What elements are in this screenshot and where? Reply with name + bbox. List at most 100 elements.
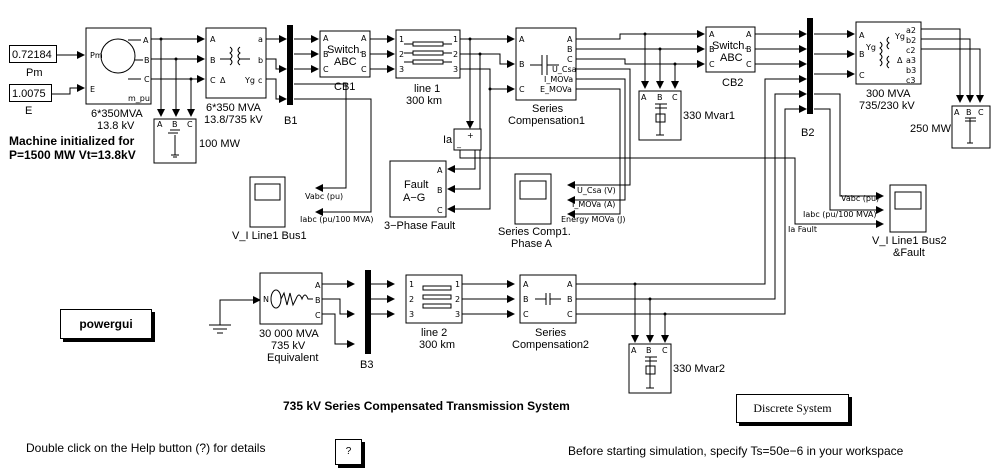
- svg-text:c2: c2: [906, 46, 916, 55]
- bus-b2-block[interactable]: B2: [801, 18, 814, 139]
- powergui-button[interactable]: powergui: [60, 309, 152, 339]
- block-label: 6*350MVA: [91, 108, 143, 120]
- constant-e-block[interactable]: 1.0075: [9, 84, 52, 102]
- line-1-block[interactable]: 123 123 line 1 300 km: [395, 29, 461, 107]
- three-phase-fault-block[interactable]: ABC Fault A−G 3−Phase Fault: [384, 160, 455, 232]
- svg-text:1: 1: [455, 280, 460, 289]
- block-label: &Fault: [893, 247, 925, 259]
- svg-text:1: 1: [399, 35, 404, 44]
- svg-text:A: A: [567, 280, 573, 289]
- block-label: 3−Phase Fault: [384, 220, 455, 232]
- synchronous-machine-block[interactable]: Pm E A B C m_pu 6*350MVA 13.8 kV: [85, 27, 152, 132]
- svg-text:C: C: [672, 93, 678, 102]
- port-label: m_pu: [128, 94, 150, 103]
- svg-text:B: B: [361, 50, 367, 59]
- svg-text:C: C: [567, 55, 573, 64]
- svg-text:Switch.: Switch.: [712, 40, 747, 52]
- breaker-cb1-block[interactable]: ABC ABC Switch. ABC CB1: [319, 30, 371, 93]
- svg-text:C: C: [746, 60, 752, 69]
- svg-text:C: C: [315, 311, 321, 320]
- svg-text:2: 2: [409, 295, 414, 304]
- svg-text:B: B: [315, 296, 321, 305]
- current-measurement-ia-block[interactable]: + _ Ia: [443, 128, 482, 151]
- block-label: Series: [535, 327, 567, 339]
- diagram-title: 735 kV Series Compensated Transmission S…: [283, 399, 570, 413]
- svg-text:b: b: [258, 56, 263, 65]
- help-button[interactable]: ?: [335, 439, 362, 465]
- svg-text:Δ: Δ: [220, 76, 226, 85]
- signal-label: Ia Fault: [788, 225, 817, 234]
- svg-text:C: C: [709, 60, 715, 69]
- constant-e-label: E: [25, 105, 33, 117]
- line-2-block[interactable]: 123 123 line 2 300 km: [405, 274, 463, 351]
- breaker-cb2-block[interactable]: ABC ABC Switch. ABC CB2: [705, 26, 756, 89]
- bus-b3-block[interactable]: B3: [360, 270, 373, 371]
- scope-v-i-line1-bus1[interactable]: Vabc (pu) Iabc (pu/100 MVA) V_I Line1 Bu…: [232, 176, 374, 242]
- block-label: 735/230 kV: [859, 100, 915, 112]
- series-compensation-1-block[interactable]: ABC ABC U_Csa I_MOVa E_MOVa Series Compe…: [508, 27, 585, 127]
- transformer-1-block[interactable]: A B C a b c Δ Yg 6*350 MVA 13.8/735 kV: [204, 27, 267, 126]
- block-label: Ia: [443, 134, 453, 146]
- svg-text:a2: a2: [906, 26, 916, 35]
- svg-text:B: B: [746, 45, 752, 54]
- block-label: V_I Line1 Bus2: [872, 235, 947, 247]
- block-label: 6*350 MVA: [206, 102, 261, 114]
- discrete-system-button[interactable]: Discrete System: [736, 394, 849, 423]
- block-label: 330 Mvar2: [673, 363, 725, 375]
- scope-v-i-line1-bus2-fault[interactable]: Vabc (pu) Iabc (pu/100 MVA) Ia Fault V_I…: [788, 184, 947, 259]
- svg-text:B: B: [567, 295, 573, 304]
- svg-text:C: C: [361, 65, 367, 74]
- svg-text:A: A: [746, 30, 752, 39]
- block-label: Series Comp1.: [498, 226, 571, 238]
- svg-text:+: +: [467, 131, 474, 140]
- block-label: 330 Mvar1: [683, 110, 735, 122]
- svg-text:B: B: [437, 186, 443, 195]
- bus-b1-block[interactable]: B1: [284, 25, 297, 127]
- equivalent-source-block[interactable]: N ABC 30 000 MVA 735 kV Equivalent: [259, 272, 323, 364]
- block-label: 100 MW: [199, 138, 241, 150]
- signal-label: Iabc (pu/100 MVA): [803, 210, 877, 219]
- series-compensation-2-block[interactable]: ABC ABC Series Compensation2: [512, 274, 589, 351]
- svg-text:I_MOVa: I_MOVa: [544, 75, 573, 84]
- block-label: V_I Line1 Bus1: [232, 230, 307, 242]
- signal-label: Energy MOVa (J): [561, 215, 626, 224]
- svg-text:C: C: [978, 108, 984, 117]
- svg-text:ABC: ABC: [334, 56, 357, 68]
- block-label: line 1: [414, 83, 440, 95]
- svg-text:C: C: [323, 65, 329, 74]
- svg-text:ABC: ABC: [720, 52, 743, 64]
- svg-text:2: 2: [399, 50, 404, 59]
- svg-text:A: A: [361, 34, 367, 43]
- svg-text:C: C: [662, 346, 668, 355]
- machine-note-line1: Machine initialized for: [9, 134, 135, 148]
- block-label: Compensation1: [508, 115, 585, 127]
- svg-text:A: A: [859, 31, 865, 40]
- block-label: line 2: [421, 327, 447, 339]
- block-label: 13.8 kV: [97, 120, 135, 132]
- svg-text:A: A: [157, 120, 163, 129]
- svg-text:B: B: [323, 50, 329, 59]
- ts-note: Before starting simulation, specify Ts=5…: [568, 444, 904, 458]
- scope-series-comp1-phase-a[interactable]: U_Csa (V) I_MOVa (A) Energy MOVa (J) Ser…: [498, 173, 626, 250]
- block-label: Compensation2: [512, 339, 589, 351]
- svg-text:A: A: [631, 346, 637, 355]
- svg-text:B: B: [567, 45, 573, 54]
- svg-text:Δ: Δ: [897, 56, 903, 65]
- port-label: Pm: [90, 51, 103, 60]
- constant-pm-block[interactable]: 0.72184: [9, 45, 57, 63]
- svg-text:A: A: [709, 30, 715, 39]
- svg-text:a: a: [258, 35, 263, 44]
- svg-text:B: B: [210, 56, 216, 65]
- svg-text:1: 1: [453, 35, 458, 44]
- svg-text:B: B: [657, 93, 663, 102]
- svg-text:1: 1: [409, 280, 414, 289]
- svg-text:C: C: [859, 71, 865, 80]
- transformer-2-block[interactable]: ABC a2 b2 c2 a3 b3 c3 Yg Yg Δ 300 MVA 73…: [855, 21, 922, 112]
- svg-text:b2: b2: [906, 36, 916, 45]
- port-label: C: [144, 75, 150, 84]
- block-label: 300 MVA: [866, 88, 911, 100]
